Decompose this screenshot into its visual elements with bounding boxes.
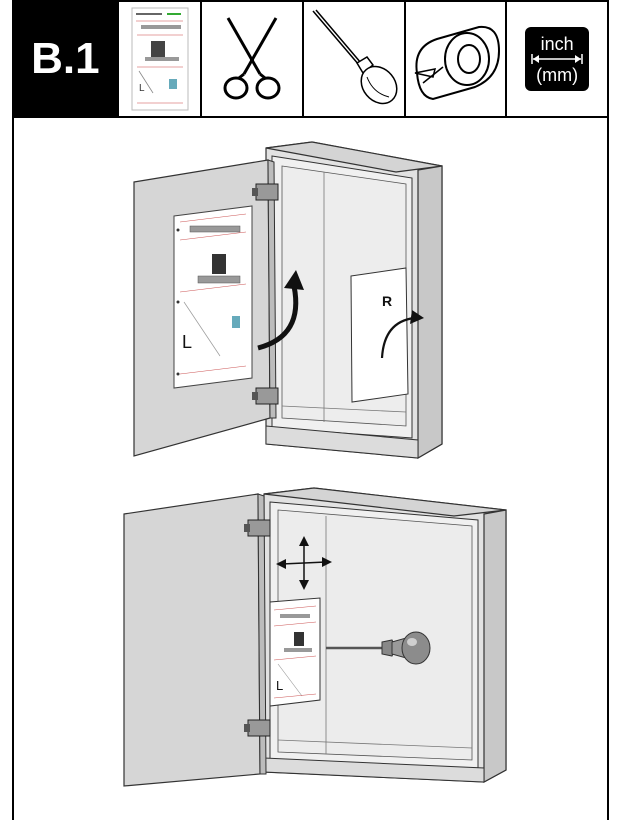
figure-open-cabinet-with-sheets: R L: [14, 126, 607, 471]
svg-text:L: L: [139, 83, 145, 94]
double-arrow-icon: [531, 54, 583, 64]
unit-badge: inch (mm): [525, 27, 589, 91]
adhesive-tape-icon: [409, 17, 503, 101]
instruction-sheet-thumbnail-cell: L: [119, 2, 203, 116]
figure-sheet-fixed-inside-cabinet: L: [14, 480, 607, 800]
right-sheet-label: R: [382, 293, 392, 309]
hinge-icon: [256, 184, 278, 200]
hinge-icon: [248, 720, 270, 736]
hinge-icon: [256, 388, 278, 404]
screwdriver-tool-cell: [304, 2, 406, 116]
screwdriver-icon: [307, 7, 401, 111]
step-number: B.1: [14, 2, 119, 116]
instruction-sheet-icon: L: [131, 7, 189, 111]
unit-indicator-cell: inch (mm): [507, 2, 607, 116]
instruction-header: B.1 L: [12, 0, 609, 118]
left-sheet-label: L: [182, 332, 192, 352]
tape-tool-cell: [406, 2, 508, 116]
scissors-tool-cell: [202, 2, 304, 116]
unit-mm-label: (mm): [536, 66, 578, 84]
hinge-icon: [248, 520, 270, 536]
sheet-label: L: [276, 678, 283, 693]
unit-inch-label: inch: [541, 35, 574, 53]
scissors-icon: [220, 14, 284, 104]
instruction-body: R L: [12, 116, 609, 820]
